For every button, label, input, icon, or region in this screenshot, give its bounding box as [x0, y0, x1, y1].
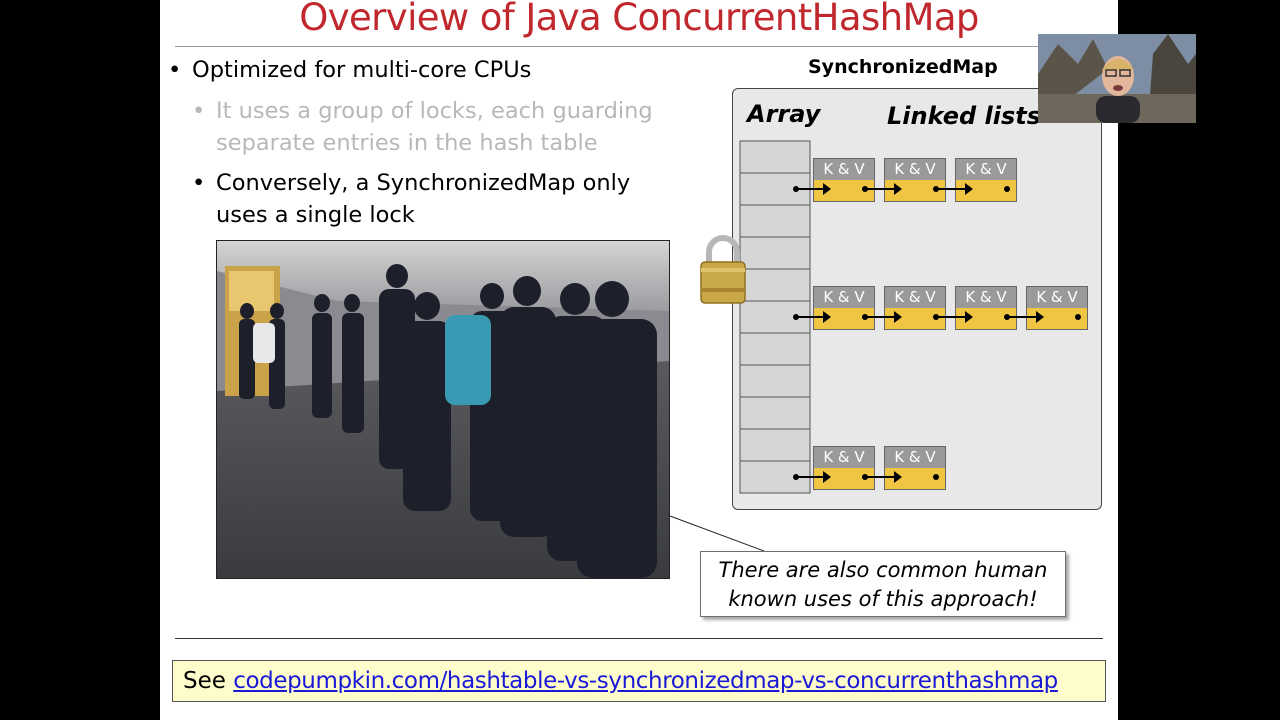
title-divider: [175, 46, 1105, 47]
pointer-dot: [1075, 314, 1081, 320]
pointer-arrowhead: [894, 311, 902, 323]
bullet-single-line1: Conversely, a SynchronizedMap only: [216, 170, 631, 196]
pointer-arrowhead: [823, 311, 831, 323]
node-key-value-label: K & V: [885, 159, 945, 180]
linked-list-node: K & V: [813, 286, 875, 330]
callout-line1: There are also common human: [718, 558, 1048, 582]
pointer-arrowhead: [894, 183, 902, 195]
bullet-optimized: • Optimized for multi-core CPUs: [168, 57, 531, 83]
node-value-slot: [814, 468, 874, 489]
pointer-arrowhead: [1036, 311, 1044, 323]
reference-box: See codepumpkin.com/hashtable-vs-synchro…: [172, 660, 1106, 702]
linked-list-node: K & V: [813, 158, 875, 202]
presenter-video: [1038, 34, 1196, 123]
array-cell: [739, 236, 811, 270]
pointer-arrowhead: [823, 183, 831, 195]
reference-link[interactable]: codepumpkin.com/hashtable-vs-synchronize…: [233, 668, 1058, 694]
node-key-value-label: K & V: [814, 159, 874, 180]
callout-line2: known uses of this approach!: [728, 587, 1038, 611]
array-cell: [739, 396, 811, 430]
array-cell: [739, 332, 811, 366]
bullet-single-line2: uses a single lock: [216, 202, 415, 228]
node-key-value-label: K & V: [814, 287, 874, 308]
array-and-links: [739, 140, 1081, 494]
linked-list-node: K & V: [884, 286, 946, 330]
pointer-arrowhead: [965, 311, 973, 323]
node-value-slot: [814, 308, 874, 329]
array-cell: [739, 428, 811, 462]
footer-divider: [175, 638, 1103, 639]
node-key-value-label: K & V: [1027, 287, 1087, 308]
bullet-locks-line2: separate entries in the hash table: [216, 130, 598, 156]
padlock-icon: [700, 235, 746, 304]
bullet-icon: •: [192, 170, 206, 196]
array-cell: [739, 268, 811, 302]
slide-title: Overview of Java ConcurrentHashMap: [299, 0, 979, 39]
array-cell: [739, 204, 811, 238]
node-value-slot: [885, 180, 945, 201]
bullet-single-lock: • Conversely, a SynchronizedMap only uses…: [192, 167, 630, 231]
bullet-optimized-text: Optimized for multi-core CPUs: [192, 57, 532, 83]
bullet-icon: •: [192, 98, 206, 124]
linked-list-node: K & V: [813, 446, 875, 490]
diagram-title: SynchronizedMap: [808, 56, 998, 78]
callout-box: There are also common human known uses o…: [700, 551, 1066, 617]
pointer-dot: [1004, 186, 1010, 192]
linked-list-node: K & V: [955, 286, 1017, 330]
linked-list-node: K & V: [1026, 286, 1088, 330]
pointer-arrowhead: [965, 183, 973, 195]
linked-list-node: K & V: [955, 158, 1017, 202]
callout-pointer: [669, 515, 765, 552]
array-label: Array: [747, 100, 821, 128]
node-key-value-label: K & V: [885, 447, 945, 468]
node-value-slot: [885, 468, 945, 489]
pointer-dot: [933, 474, 939, 480]
node-key-value-label: K & V: [956, 287, 1016, 308]
bullet-icon: •: [168, 57, 182, 83]
node-key-value-label: K & V: [885, 287, 945, 308]
node-key-value-label: K & V: [956, 159, 1016, 180]
node-value-slot: [1027, 308, 1087, 329]
node-key-value-label: K & V: [814, 447, 874, 468]
node-value-slot: [956, 308, 1016, 329]
node-value-slot: [885, 308, 945, 329]
slide: Overview of Java ConcurrentHashMap • Opti…: [160, 0, 1118, 720]
pointer-arrowhead: [823, 471, 831, 483]
bullet-group-of-locks: • It uses a group of locks, each guarding…: [192, 95, 653, 159]
linked-lists-label: Linked lists: [887, 102, 1042, 130]
array-cell: [739, 364, 811, 398]
node-value-slot: [956, 180, 1016, 201]
bullet-locks-line1: It uses a group of locks, each guarding: [216, 98, 653, 124]
reference-prefix: See: [183, 668, 234, 694]
linked-list-node: K & V: [884, 158, 946, 202]
linked-list-node: K & V: [884, 446, 946, 490]
queue-photo: [216, 240, 670, 579]
pointer-arrowhead: [894, 471, 902, 483]
node-value-slot: [814, 180, 874, 201]
array-cell: [739, 140, 811, 174]
